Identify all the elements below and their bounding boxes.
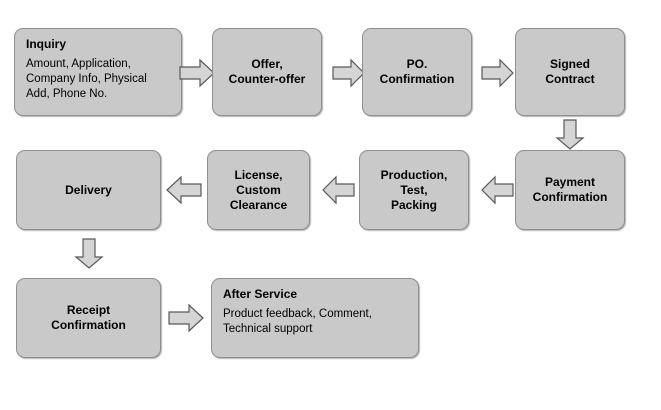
node-production-test-packing-label: Production, Test, Packing — [380, 167, 448, 212]
node-production-test-packing[interactable]: Production, Test, Packing — [359, 150, 469, 230]
node-payment-confirmation[interactable]: Payment Confirmation — [515, 150, 625, 230]
arrow-right-icon — [179, 58, 215, 88]
connector-signed-contract-to-payment — [555, 119, 585, 150]
node-license-custom-clearance-label: License, Custom Clearance — [229, 167, 288, 212]
connector-license-to-delivery — [166, 175, 202, 205]
node-after-service[interactable]: After Service Product feedback, Comment,… — [211, 278, 419, 358]
arrow-right-icon — [481, 58, 514, 88]
node-payment-confirmation-label: Payment Confirmation — [532, 175, 608, 204]
connector-po-to-signed-contract — [481, 58, 514, 88]
node-signed-contract-label: Signed Contract — [545, 57, 595, 86]
connector-receipt-to-after-service — [168, 303, 204, 333]
arrow-left-icon — [481, 175, 514, 205]
node-license-custom-clearance[interactable]: License, Custom Clearance — [207, 150, 310, 230]
connector-inquiry-to-offer — [179, 58, 215, 88]
node-po-confirmation-label: PO. Confirmation — [379, 57, 455, 86]
node-signed-contract[interactable]: Signed Contract — [515, 28, 625, 116]
node-receipt-confirmation-label: Receipt Confirmation — [51, 303, 126, 332]
node-inquiry-title: Inquiry — [26, 37, 67, 51]
arrow-right-icon — [168, 303, 204, 333]
connector-offer-to-po — [332, 58, 365, 88]
node-after-service-title: After Service — [223, 287, 298, 301]
node-receipt-confirmation[interactable]: Receipt Confirmation — [16, 278, 161, 358]
node-offer-label: Offer, Counter-offer — [228, 57, 306, 86]
node-delivery-label: Delivery — [65, 182, 112, 197]
connector-production-to-license — [322, 175, 355, 205]
node-inquiry-body: Amount, Application, Company Info, Physi… — [26, 58, 147, 100]
node-inquiry[interactable]: Inquiry Amount, Application, Company Inf… — [14, 28, 182, 116]
connector-delivery-to-receipt — [74, 238, 104, 269]
node-offer[interactable]: Offer, Counter-offer — [212, 28, 322, 116]
arrow-down-icon — [74, 238, 104, 269]
arrow-left-icon — [166, 175, 202, 205]
connector-payment-to-production — [481, 175, 514, 205]
node-po-confirmation[interactable]: PO. Confirmation — [362, 28, 472, 116]
arrow-down-icon — [555, 119, 585, 150]
arrow-right-icon — [332, 58, 365, 88]
node-after-service-body: Product feedback, Comment, Technical sup… — [223, 308, 372, 335]
node-delivery[interactable]: Delivery — [16, 150, 161, 230]
arrow-left-icon — [322, 175, 355, 205]
